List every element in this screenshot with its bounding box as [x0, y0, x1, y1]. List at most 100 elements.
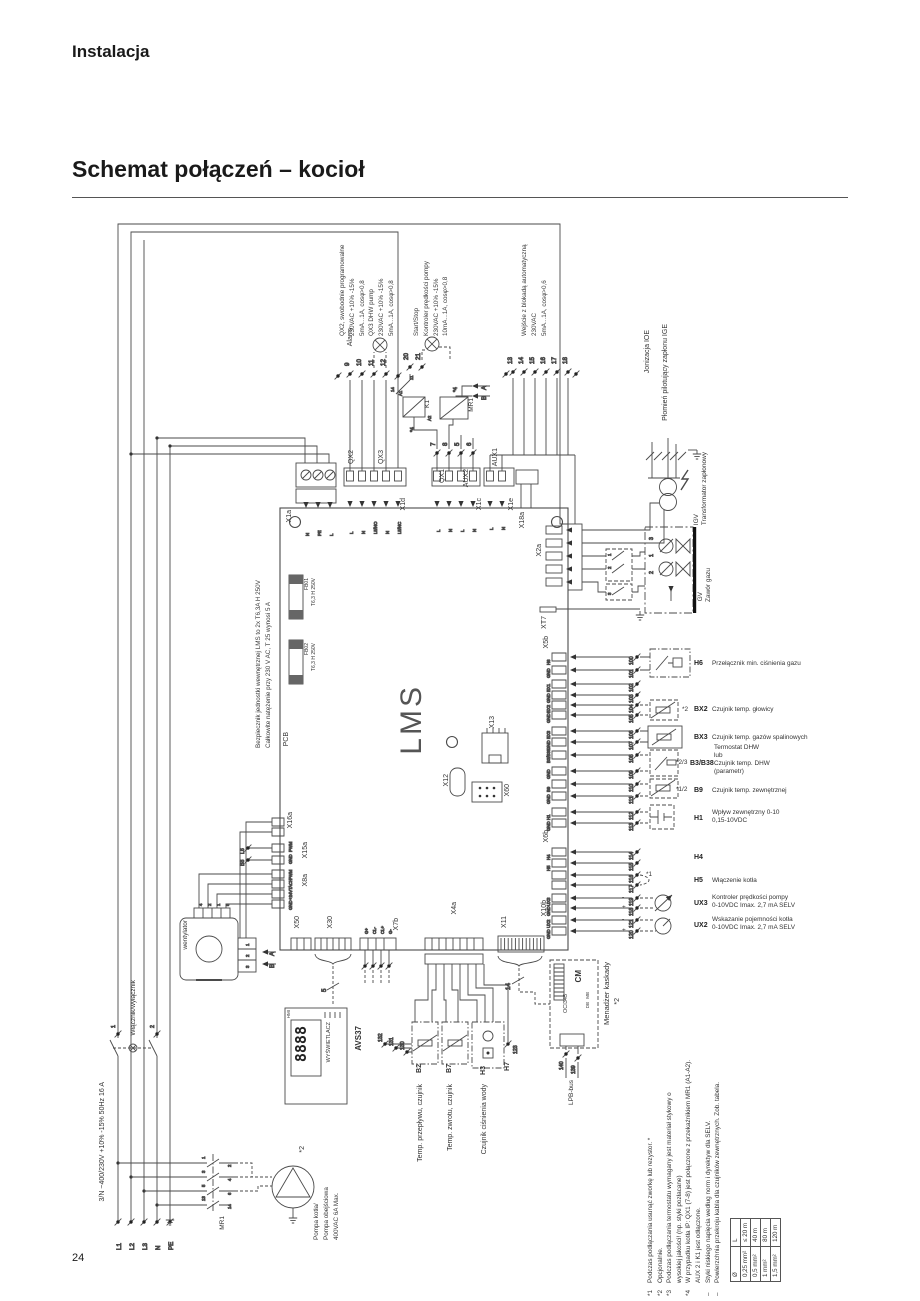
note-line: 230VAC [530, 313, 538, 336]
sensor-code-h7: H7 [504, 1062, 511, 1071]
footnote-text: Opcjonalnie. [656, 1247, 664, 1283]
pin-label: BX2 [546, 704, 551, 713]
mains-rails [114, 223, 568, 1226]
note-line: Pompa kotła/ [313, 1203, 320, 1240]
connector-label-x16a: X16a [287, 812, 294, 829]
note-line: QX3 DHW pump [368, 289, 376, 336]
sensor-mark: *2 [682, 706, 689, 713]
terminal-number: 110 [629, 784, 635, 792]
note-line: 230VAC +10% -15% [432, 278, 440, 336]
k-contact: 3 [607, 592, 612, 595]
contactor-terminal: 13 [201, 1196, 206, 1201]
connector-label-x6b: X6b [543, 830, 550, 843]
footnote-marker [694, 1283, 704, 1296]
k-contact: 1 [607, 553, 612, 556]
connector-label-qx2: QX2 [348, 450, 355, 465]
mains-spec: 3/N ~400/230V +10% -15% 50Hz 16 A [99, 1082, 106, 1202]
pin-label: L [436, 529, 441, 532]
terminal-number: 120 [629, 930, 635, 939]
terminal-number: 11 [368, 359, 375, 366]
footnote-marker: – [714, 1292, 722, 1296]
terminal-number: 107 [629, 741, 635, 750]
bottom-edge-connectors [290, 935, 550, 1006]
note-line: 400VAC 6A Max. [332, 1192, 340, 1241]
fuse-rating: T6,3 H 250V [311, 643, 317, 672]
sensor-desc: Czujnik temp. gazów spalinowych [712, 734, 808, 741]
main-switch [109, 1030, 161, 1057]
input-terminals [490, 368, 580, 524]
fuse-note: Bezpiecznik jednostki wewnętrznej LMS to… [254, 456, 274, 748]
cable-diameter: 1 mm² [760, 1246, 771, 1282]
fan [179, 907, 276, 981]
connector-label-aux2: AUX2 [463, 469, 470, 488]
gv-pin: 2 [649, 571, 655, 574]
footnote-text: W przypadku kotła IP: QX1 (7-8) jest poł… [685, 1059, 693, 1283]
terminal-number: 118 [629, 908, 635, 916]
note-line: Start/Stop [413, 307, 420, 336]
connector-label-x10b: X10b [541, 900, 548, 917]
terminal-number: 8 [442, 442, 449, 446]
mains-line-label: PE [168, 1242, 175, 1250]
terminal-number: 111 [629, 796, 635, 804]
mains-line-label: L2 [129, 1243, 136, 1250]
cascade-cm: CM [574, 970, 583, 983]
terminal-number: 105 [629, 714, 635, 723]
sensor-desc: Kontroler prędkości pompy [712, 894, 789, 901]
bottom-sensors [381, 964, 512, 1069]
pin-label: UX3 [546, 897, 551, 906]
gas-valve-contact-symbols [611, 550, 645, 596]
terminal-number: 101 [629, 669, 635, 678]
cable-length: 40 m [750, 1218, 761, 1247]
pin-label: GND [546, 713, 551, 723]
cable-table-header: Ø [730, 1246, 741, 1282]
ab-bus-label: B [269, 964, 276, 968]
polarity-sign: + [622, 927, 626, 934]
cascade-db: DB [585, 1002, 590, 1009]
connector-label-x5b: X5b [543, 636, 550, 649]
footnote-line: AUX 2 i K1 jest odłączone. [694, 1041, 704, 1296]
relay-label-k1: K1 [424, 400, 431, 408]
pin-label: L [460, 529, 465, 532]
footnote-marker: *3 [666, 1289, 674, 1296]
coil-terminal: A1 [398, 390, 403, 396]
note-line: 230VAC +10% -15% [378, 278, 385, 336]
polarity-sign: - [622, 894, 625, 901]
board-pcb-label: PCB [283, 732, 290, 747]
terminal-number: 18 [562, 357, 569, 364]
sensor-desc: Czujnik temp. DHW [714, 760, 770, 767]
sensor-desc-b2: Temp. przepływu, czujnik [417, 1084, 424, 1162]
gv-pin: 1 [649, 554, 655, 557]
contactor-terminal: 14 [227, 1204, 232, 1209]
sensor-mark: *1/2 [676, 786, 688, 793]
pump-mark: *2 [299, 1146, 306, 1153]
pin-label: H5 [546, 865, 551, 871]
cable-table-header: L [730, 1218, 741, 1247]
terminal-number: 103 [629, 694, 635, 703]
pin-label: PWM [288, 869, 293, 880]
terminal-number: 102 [629, 683, 635, 692]
note-line: Kontroler prędkości pompy [422, 261, 430, 336]
cascade-module [549, 959, 599, 1078]
polarity-sign: - [622, 916, 625, 923]
contact-label: 14 [390, 387, 395, 392]
sensor-code: B9 [694, 787, 703, 794]
relay-mark: *4 [453, 387, 459, 392]
lpb-bus-label: LPB-bus [568, 1080, 575, 1105]
sensor-desc-h3: Czujnik ciśnienia wody [481, 1084, 488, 1155]
contactor-terminal: 2 [227, 1164, 232, 1167]
ab-bus-label: A [481, 385, 488, 390]
sensor-desc: Wskazanie pojemności kotła [712, 916, 793, 923]
k-contact: 2 [607, 566, 612, 569]
gv-pin: 3 [649, 537, 655, 540]
pin-label: N [501, 527, 506, 530]
fan-label: wentylator [182, 920, 189, 950]
footnote-text: Styki niskiego napięcia według norm i dy… [704, 1120, 712, 1283]
sensor-desc: Włączenie kotła [712, 877, 757, 884]
sensor-code-b2: B2 [416, 1064, 423, 1073]
pin-label: H4 [546, 854, 551, 860]
ionization-label: Jonizacja IOE [644, 330, 651, 374]
pin-label: N [361, 531, 366, 534]
connector-label-x2a: X2a [536, 544, 543, 557]
